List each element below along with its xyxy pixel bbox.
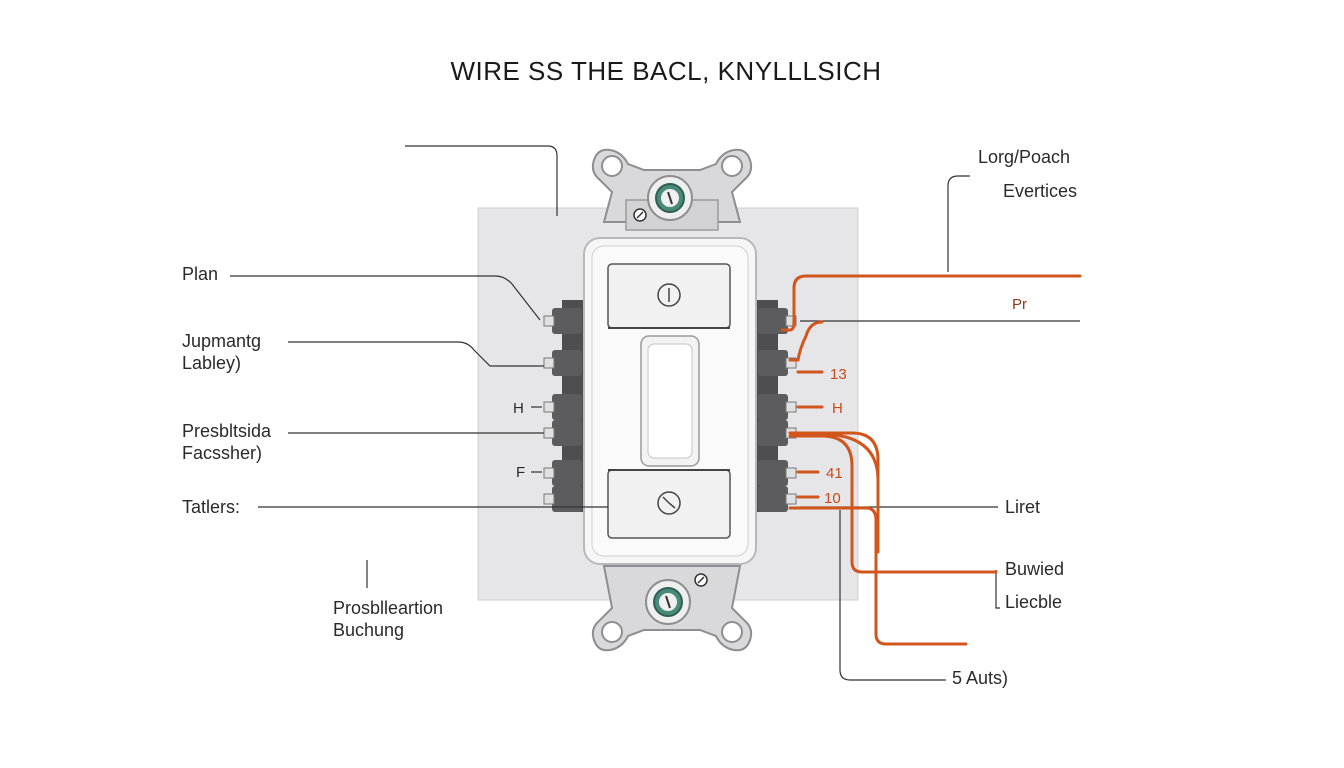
label-prosblleartion: Prosblleartion — [333, 598, 444, 618]
diagram-title: WIRE SS THE BACL, KNYLLLSICH — [450, 56, 882, 86]
screw-icon — [647, 175, 693, 221]
label-h-left: H — [513, 400, 524, 417]
left-terminal-block — [543, 300, 586, 512]
label-buchung: Buchung — [333, 620, 405, 640]
label-facssher: Facssher) — [182, 443, 263, 463]
label-liret: Liret — [1005, 497, 1041, 517]
label-tatlers: Tatlers: — [182, 497, 241, 517]
left-leader-lines — [230, 145, 608, 588]
label-buwied: Buwied — [1005, 559, 1065, 579]
label-evertices: Evertices — [1003, 181, 1078, 201]
screw-icon — [645, 579, 691, 625]
top-yoke — [591, 148, 753, 231]
label-plan: Plan — [182, 264, 219, 284]
bottom-yoke — [591, 565, 753, 652]
power-icon — [657, 283, 681, 307]
label-jupmantg: Jupmantg — [182, 331, 262, 351]
label-pr: Pr — [1012, 296, 1027, 313]
label-10: 10 — [824, 490, 841, 507]
right-terminal-block — [754, 300, 797, 512]
switch-body — [583, 237, 757, 565]
label-labley: Labley) — [182, 353, 242, 373]
label-lorg-poach: Lorg/Poach — [978, 147, 1071, 167]
label-liecble: Liecble — [1005, 592, 1063, 612]
label-presblsida: Presbltsida — [182, 421, 272, 441]
wires — [780, 274, 1082, 646]
clock-icon — [657, 491, 681, 515]
label-41: 41 — [826, 465, 843, 482]
label-f-left: F — [516, 464, 526, 481]
label-h-right: H — [832, 400, 843, 417]
toggle-lever[interactable] — [640, 335, 700, 467]
label-5-auts: 5 Auts) — [952, 668, 1009, 688]
label-13: 13 — [830, 366, 847, 383]
